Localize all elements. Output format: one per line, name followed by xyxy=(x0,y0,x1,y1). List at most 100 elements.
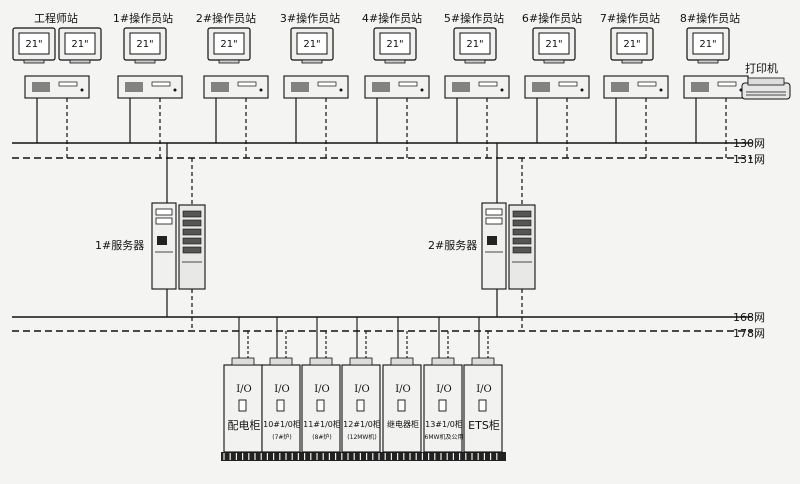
network-178-label: 178网 xyxy=(733,327,765,340)
power-led xyxy=(500,88,504,92)
station-labels: 工程师站 1#操作员站 2#操作员站 3#操作员站 4#操作员站 5#操作员站 … xyxy=(34,11,740,25)
monitor-1-size: 21" xyxy=(136,39,153,50)
monitor-stand xyxy=(218,59,240,64)
server-tower-left xyxy=(481,202,507,290)
cabinet-7-io: I/O xyxy=(476,384,492,395)
cabinet-2-io: I/O xyxy=(274,384,290,395)
monitor-2-size: 21" xyxy=(220,39,237,50)
cabinet-3-io: I/O xyxy=(314,384,330,395)
cabinet-4-sub: (12MW机) xyxy=(347,433,376,441)
disk-slot xyxy=(512,246,532,254)
computer-unit-icon xyxy=(524,75,590,158)
drive-bay xyxy=(58,81,78,87)
workstation-row xyxy=(12,27,749,158)
computer-case xyxy=(524,75,590,99)
drive-bay xyxy=(237,81,257,87)
disk-slot xyxy=(512,210,532,218)
monitor-screen xyxy=(538,32,570,55)
cabinet-5-name: 继电器柜 xyxy=(387,419,419,429)
server-bay xyxy=(485,208,503,216)
cabinet-handle xyxy=(438,399,447,412)
server-bay xyxy=(155,208,173,216)
computer-case xyxy=(603,75,669,99)
computer-case xyxy=(283,75,349,99)
cabinet-2-name: 10#1/0柜 xyxy=(263,419,301,429)
station-0-label: 工程师站 xyxy=(34,11,78,25)
drive-bay xyxy=(478,81,498,87)
monitor-screen xyxy=(616,32,648,55)
monitor-icon xyxy=(453,27,497,64)
disk-slot xyxy=(182,237,202,245)
disk-slot xyxy=(512,219,532,227)
server-links xyxy=(166,143,193,331)
io-cabinet xyxy=(341,317,381,453)
computer-unit-icon xyxy=(117,75,183,158)
disk-slot xyxy=(182,210,202,218)
station-6-label: 6#操作员站 xyxy=(522,11,582,25)
monitor-icon xyxy=(12,27,56,64)
computer-unit-icon xyxy=(444,75,510,158)
monitor-stand xyxy=(69,59,91,64)
cabinet-5-io: I/O xyxy=(395,384,411,395)
cabinet-handle xyxy=(478,399,487,412)
monitor-screen xyxy=(692,32,724,55)
cabinet-3-name: 11#1/0柜 xyxy=(303,419,341,429)
disk-slot xyxy=(512,228,532,236)
cabinet-top-vent xyxy=(269,357,293,366)
monitor-stand xyxy=(697,59,719,64)
power-led xyxy=(580,88,584,92)
monitor-5-size: 21" xyxy=(466,39,483,50)
power-led xyxy=(259,88,263,92)
station-1-label: 1#操作员站 xyxy=(113,11,173,25)
network-168-label: 168网 xyxy=(733,311,765,324)
monitor-screen xyxy=(459,32,491,55)
cabinet-top-vent xyxy=(471,357,495,366)
cabinet-7-name: ETS柜 xyxy=(468,419,500,432)
cabinet-top-vent xyxy=(231,357,255,366)
monitor-icon xyxy=(58,27,102,64)
monitor-stand xyxy=(301,59,323,64)
monitor-3-size: 21" xyxy=(303,39,320,50)
power-led xyxy=(80,88,84,92)
server-icon xyxy=(151,202,206,290)
computer-case xyxy=(364,75,430,99)
server-bay xyxy=(485,217,503,225)
cabinet-handle xyxy=(356,399,365,412)
computer-unit-icon xyxy=(364,75,430,158)
monitor-4-size: 21" xyxy=(386,39,403,50)
drive-bay xyxy=(151,81,171,87)
monitor-icon xyxy=(123,27,167,64)
power-led xyxy=(173,88,177,92)
monitor-screen xyxy=(213,32,245,55)
disk-slot xyxy=(512,237,532,245)
printer-label: 打印机 xyxy=(745,61,778,75)
monitor-8-size: 21" xyxy=(699,39,716,50)
monitor-6-size: 21" xyxy=(545,39,562,50)
cabinet-handle xyxy=(316,399,325,412)
server-1-label: 1#服务器 xyxy=(95,239,144,252)
monitor-screen xyxy=(129,32,161,55)
monitor-icon xyxy=(373,27,417,64)
cabinet-3-sub: (8#炉) xyxy=(312,433,332,441)
io-cabinet-row xyxy=(221,317,506,461)
monitor-screen xyxy=(64,32,96,55)
server-icon xyxy=(481,202,536,290)
computer-unit-icon xyxy=(203,75,269,158)
drive-bay xyxy=(637,81,657,87)
monitor-stand xyxy=(134,59,156,64)
cabinet-1-name: 配电柜 xyxy=(228,419,261,432)
cabinet-4-io: I/O xyxy=(354,384,370,395)
computer-case xyxy=(24,75,90,99)
monitor-size-labels: 21" 21" 21" 21" 21" 21" 21" 21" 21" 21" xyxy=(25,39,716,50)
cabinet-6-sub: 6MW机及公用 xyxy=(425,433,464,441)
power-led xyxy=(339,88,343,92)
server-tower-left xyxy=(151,202,177,290)
cabinet-handle xyxy=(276,399,285,412)
computer-case xyxy=(444,75,510,99)
monitor-stand xyxy=(464,59,486,64)
cabinet-1-io: I/O xyxy=(236,384,252,395)
cabinet-6-name: 13#1/0柜 xyxy=(425,419,463,429)
cabinet-4-name: 12#1/0柜 xyxy=(343,419,381,429)
io-cabinet xyxy=(423,317,463,453)
cabinet-top-vent xyxy=(309,357,333,366)
